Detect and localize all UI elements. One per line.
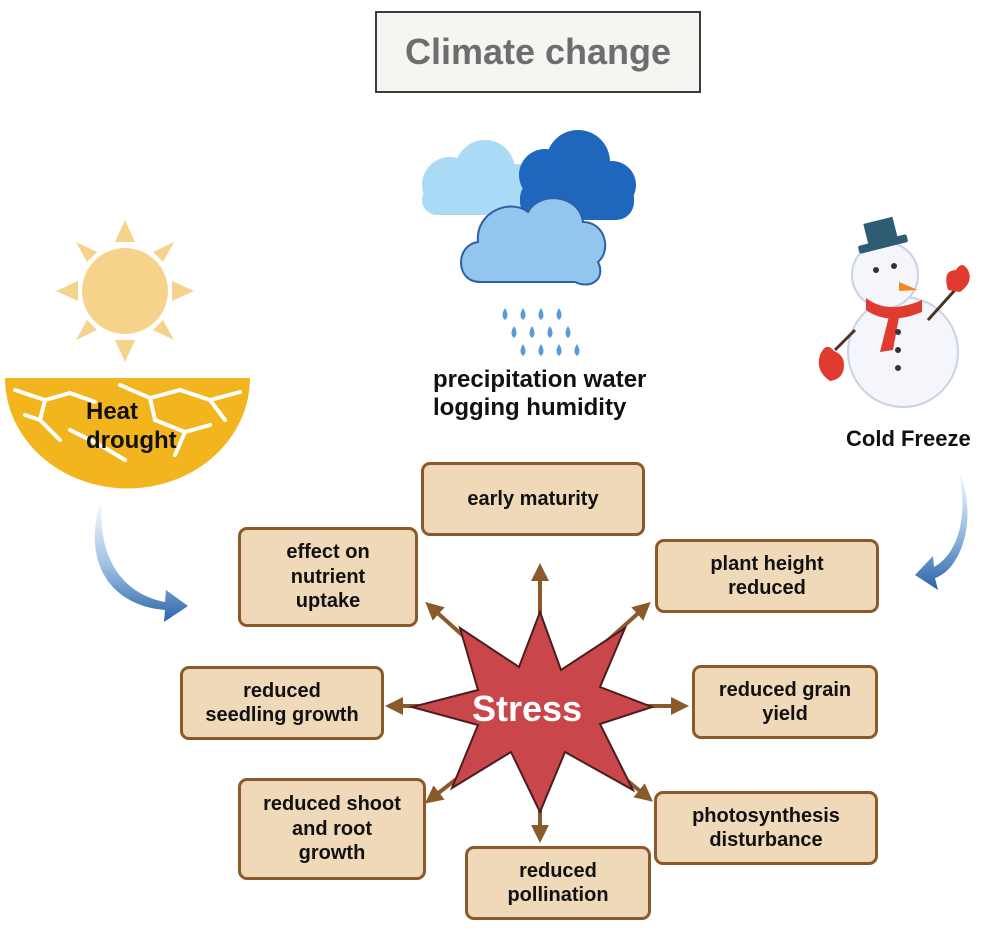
effect-seedling-growth: reduced seedling growth xyxy=(180,666,384,740)
title-box: Climate change xyxy=(375,11,701,93)
effect-early-maturity: early maturity xyxy=(421,462,645,536)
rain-cloud-icon xyxy=(422,130,636,356)
effect-grain-yield: reduced grain yield xyxy=(692,665,878,739)
sun-icon xyxy=(56,220,194,362)
effect-nutrient-uptake: effect on nutrient uptake xyxy=(238,527,418,627)
right-curved-arrow xyxy=(915,468,968,590)
effect-photosynthesis: photosynthesis disturbance xyxy=(654,791,878,865)
stress-label: Stress xyxy=(471,688,583,729)
effect-pollination: reduced pollination xyxy=(465,846,651,920)
stress-star xyxy=(408,609,655,815)
left-curved-arrow xyxy=(94,498,188,622)
rain-drops xyxy=(502,308,580,356)
precipitation-label: precipitation water logging humidity xyxy=(433,366,647,421)
cold-freeze-label: Cold Freeze xyxy=(846,426,971,451)
heat-drought-label: Heat drought xyxy=(86,398,177,454)
effect-plant-height: plant height reduced xyxy=(655,539,879,613)
dry-earth-icon xyxy=(5,378,250,489)
diagram-title: Climate change xyxy=(404,31,672,72)
snowman-icon xyxy=(818,216,970,408)
effect-shoot-root: reduced shoot and root growth xyxy=(238,778,426,880)
